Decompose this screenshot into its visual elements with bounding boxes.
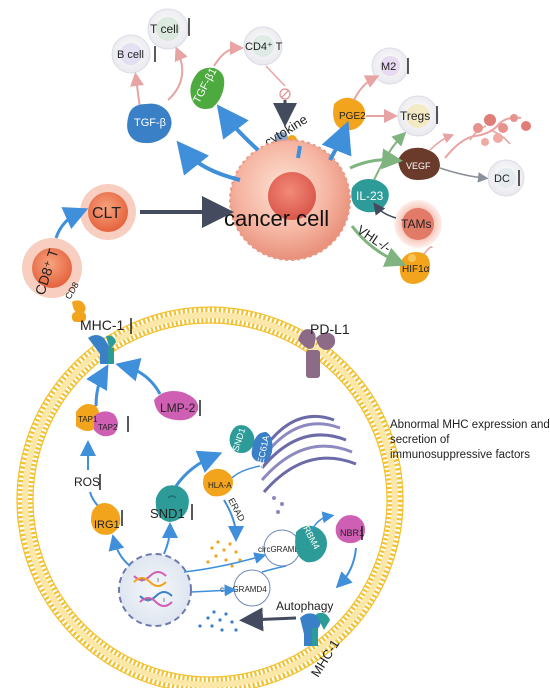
arrow-il23-tregs: [373, 131, 407, 181]
arrow-vegf-vessel: [429, 133, 455, 151]
snd1-protein: [155, 485, 189, 522]
arrow-tgfb-bcell: [130, 72, 144, 109]
arrow-cancer-cytokine: [296, 145, 302, 159]
arrow-pge2-m2: [353, 75, 380, 101]
dna-icon: [133, 571, 173, 607]
arrow-cancer-hif1a: [350, 225, 407, 267]
cd4-t-cell-icon: [243, 26, 283, 66]
hif1a-protein: [399, 252, 430, 284]
arrow-snd1-er: [174, 450, 223, 487]
hla-a-protein: [203, 468, 233, 497]
arrow-rbm4-nbr1: [311, 511, 335, 531]
arrow-nucleus-circ1: [183, 552, 267, 573]
tgf-beta-label: TGF-β: [134, 117, 166, 129]
dc-label: DC: [494, 173, 510, 185]
pdl1-protein: [298, 329, 336, 378]
degraded-mhc-fragments-icon: [198, 610, 238, 632]
cd8-receptor: [72, 300, 86, 322]
inhibition-icon: [279, 88, 291, 100]
pge2-label: PGE2: [339, 111, 366, 122]
b-cell-icon: [111, 34, 151, 74]
degraded-fragments-icon: [206, 540, 242, 568]
circgramd4-label-1: circGRAMD4: [258, 545, 305, 554]
arrow-cd4-cytokine: [265, 65, 286, 87]
lmp2-label: LMP-2: [160, 401, 196, 415]
sec61a-protein: [251, 432, 273, 463]
snd1-er-protein: [229, 425, 255, 453]
cancer-cell-label: cancer cell: [224, 206, 329, 231]
arrow-cancer-tgfb: [176, 140, 241, 182]
tregs-label: Tregs: [400, 109, 430, 123]
arrow-nucleus-snd1: [161, 522, 178, 555]
arrow-nbr1-autophagy: [335, 547, 357, 589]
arrow-mhc1-autophagy: [239, 607, 297, 632]
tregs-icon: [397, 95, 439, 137]
t-cell-label: T cell: [150, 22, 178, 36]
pdl1-label: PD-L1: [310, 321, 350, 337]
arrow-cd8-clt: [54, 207, 89, 239]
tgf-beta-protein: [127, 103, 172, 144]
arrow-tap-mhc1: [86, 364, 109, 407]
irg1-label: IRG1: [94, 519, 120, 531]
m2-macrophage-icon: [371, 47, 409, 85]
vhl-label: VHL-/-: [354, 222, 394, 255]
arrow-er-hla: [231, 465, 261, 479]
mhc1-bottom-protein: [300, 612, 330, 646]
cd8-t-cell-icon: [22, 238, 82, 298]
nbr1-protein: [335, 515, 365, 544]
nbr1-label: NBR1: [340, 528, 364, 538]
arrow-tams-il23: [373, 202, 397, 219]
vegf-label: VEGF: [406, 161, 431, 171]
arrow-hla-erad: [223, 499, 244, 542]
blood-vessel-icon: [444, 114, 531, 159]
arrow-nucleus-irg1: [108, 534, 131, 567]
b-cell-label: B cell: [117, 49, 144, 61]
arrow-cancer-vegf: [349, 148, 403, 170]
arrow-vegf-dc: [439, 167, 489, 183]
clt-cell-icon: [80, 184, 136, 240]
arrow-cancer-tgfb1: [216, 104, 260, 152]
tgf-beta1-protein: [190, 67, 225, 109]
arrow-cancer-pge2: [321, 120, 352, 161]
arrow-hif1a-tams: [423, 246, 433, 255]
tap2-label: TAP2: [98, 423, 118, 432]
tap-complex: [76, 404, 118, 437]
arrow-tgfb-tcell: [167, 46, 188, 101]
il23-label: IL-23: [356, 189, 384, 203]
clt-label: CLT: [92, 205, 121, 222]
arrow-tgfb1-cd4: [213, 41, 244, 67]
rbm4-protein: [295, 525, 327, 563]
dc-icon: [487, 159, 525, 197]
nucleus-icon: [118, 553, 192, 627]
lmp2-protein: [154, 391, 199, 421]
vegf-protein: [398, 147, 440, 180]
hif1a-label: HIF1α: [402, 264, 430, 275]
m2-label: M2: [381, 61, 396, 73]
mhc1-top-protein: [88, 335, 116, 364]
tap1-label: TAP1: [78, 415, 98, 424]
snd1-main-label: SND1: [150, 506, 185, 521]
t-cell-icon: [147, 8, 189, 50]
autophagy-label: Autophagy: [276, 599, 333, 613]
tams-icon: [394, 200, 442, 248]
cell-membrane: [16, 306, 404, 693]
cd4-t-label: CD4⁺ T: [245, 41, 283, 53]
figure-caption: Abnormal MHC expression and secretion of…: [390, 419, 550, 461]
circgramd4-label-2: circGRAMD4: [220, 585, 267, 594]
endoplasmic-reticulum-icon: [260, 414, 357, 514]
ros-label: ROS: [74, 475, 100, 489]
arrow-nucleus-circ2: [190, 584, 237, 597]
arrow-lmp2-mhc1: [115, 358, 162, 395]
hla-a-label: HLA-A: [208, 481, 232, 490]
tams-label: TAMs: [401, 217, 431, 231]
irg1-protein: [91, 503, 121, 535]
mhc1-top-label: MHC-1: [80, 317, 125, 333]
arrow-circ2-rbm4: [261, 565, 287, 573]
